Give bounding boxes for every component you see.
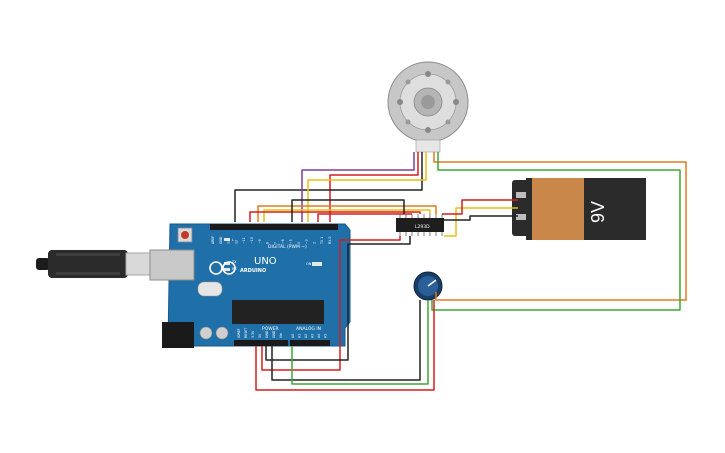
analog-pin-label: A1	[298, 334, 302, 338]
wire-motor-orange[interactable]	[433, 152, 687, 301]
dc-motor-encoder[interactable]	[387, 61, 469, 153]
digital-pin-label: TX 1	[320, 237, 324, 245]
crystal-oscillator	[197, 281, 223, 297]
digital-pin-label: GND	[219, 236, 223, 244]
analog-header	[290, 340, 330, 346]
wire-motor-purple[interactable]	[301, 152, 415, 222]
wire-battery-black[interactable]	[444, 215, 518, 221]
power-pin-label: 3.3V	[251, 330, 255, 338]
battery-label: 9V	[588, 201, 608, 223]
digital-header	[210, 224, 338, 230]
digital-pin-label: ~6	[281, 239, 285, 244]
wire-battery-yellow[interactable]	[444, 207, 518, 237]
analog-pin-label: A0	[291, 334, 295, 338]
analog-pin-label: A4	[317, 334, 321, 338]
wire-d-yellow[interactable]	[263, 209, 431, 222]
wire-d-red-a[interactable]	[249, 211, 421, 222]
power-pin-label: RESET	[244, 328, 248, 338]
wire-motor-green[interactable]	[431, 152, 681, 311]
power-pin-label: Vin	[279, 333, 283, 338]
l-led-label: L	[232, 238, 234, 242]
digital-pin-label: AREF	[211, 236, 215, 244]
power-pin-label: IOREF	[237, 328, 241, 338]
wire-power-red[interactable]	[261, 236, 401, 371]
power-header	[234, 340, 288, 346]
potentiometer[interactable]	[413, 271, 443, 301]
wire-d-red-b[interactable]	[317, 213, 412, 222]
digital-header-label: DIGITAL (PWM ~)	[268, 244, 307, 250]
wires	[234, 152, 687, 391]
digital-pin-label: ~11	[242, 237, 246, 244]
wire-d-orange[interactable]	[257, 205, 437, 222]
wire-motor-yellow[interactable]	[307, 152, 427, 222]
driver-chip-label: L293D	[415, 224, 430, 230]
digital-pin-label: ~3	[305, 239, 309, 244]
digital-pin-label: 2	[312, 242, 316, 244]
capacitor-icon	[199, 326, 213, 340]
board-logo-text: ARDUINO	[240, 268, 266, 274]
digital-pin-label: 4	[297, 242, 301, 244]
wire-a0-green-pot[interactable]	[291, 300, 429, 385]
tx-led-label: TX	[231, 260, 237, 264]
capacitor-icon	[215, 326, 229, 340]
power-pin-label: 5V	[258, 333, 262, 338]
usb-cable[interactable]	[36, 250, 153, 278]
wire-5v-red-pot[interactable]	[255, 300, 435, 391]
9v-battery[interactable]: 9V	[512, 178, 646, 240]
wire-battery-red[interactable]	[442, 199, 518, 215]
l293d-driver-chip[interactable]: L293D	[396, 214, 444, 236]
usb-port	[149, 249, 195, 281]
digital-pin-label: 12	[234, 240, 238, 244]
digital-pin-label: 8	[266, 242, 270, 244]
wire-motor-black[interactable]	[234, 152, 423, 222]
power-pin-label: GND	[272, 330, 276, 338]
power-pin-label: GND	[265, 330, 269, 338]
digital-pin-label: 13	[227, 240, 231, 244]
wire-motor-red[interactable]	[329, 152, 419, 222]
wire-gnd-black-pot[interactable]	[271, 300, 421, 381]
wire-d-black[interactable]	[291, 199, 405, 222]
digital-pin-label: 7	[273, 242, 277, 244]
wire-power-black[interactable]	[265, 236, 411, 361]
atmega-chip	[232, 300, 324, 324]
analog-pin-label: A5	[324, 334, 328, 338]
power-header-label: POWER	[262, 326, 279, 332]
digital-pin-label: ~5	[289, 239, 293, 244]
analog-header-label: ANALOG IN	[296, 326, 321, 332]
analog-pin-label: A2	[304, 334, 308, 338]
on-led-label: ON	[306, 262, 312, 266]
arduino-uno-board[interactable]: ARDUINO UNO DIGITAL (PWM ~) POWER ANALOG…	[149, 223, 351, 348]
rx-led-label: RX	[232, 267, 237, 271]
digital-pin-label: ~10	[250, 237, 254, 244]
analog-pin-label: A3	[311, 334, 315, 338]
dc-power-jack	[162, 322, 194, 348]
board-model-text: UNO	[254, 256, 277, 267]
digital-pin-label: RX 0	[328, 237, 332, 244]
digital-pin-label: ~9	[258, 239, 262, 244]
arduino-logo-icon	[209, 261, 223, 275]
